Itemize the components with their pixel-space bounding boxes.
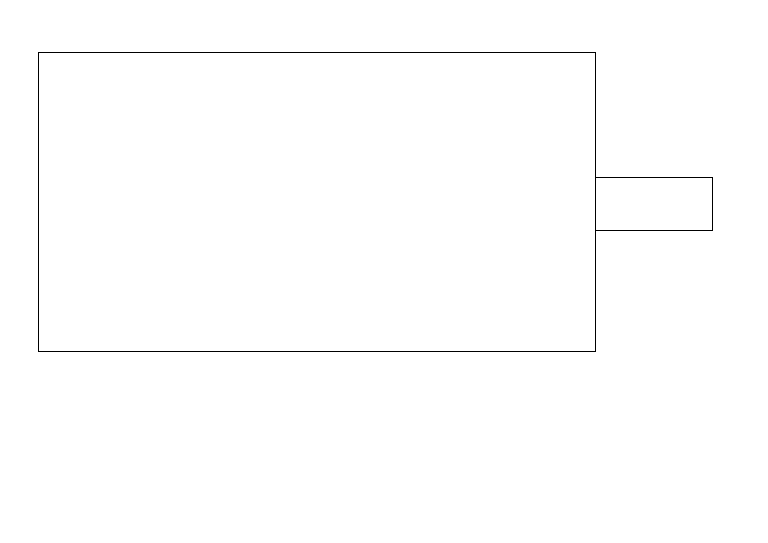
side-rectangle bbox=[595, 177, 713, 231]
main-rectangle bbox=[38, 52, 596, 352]
